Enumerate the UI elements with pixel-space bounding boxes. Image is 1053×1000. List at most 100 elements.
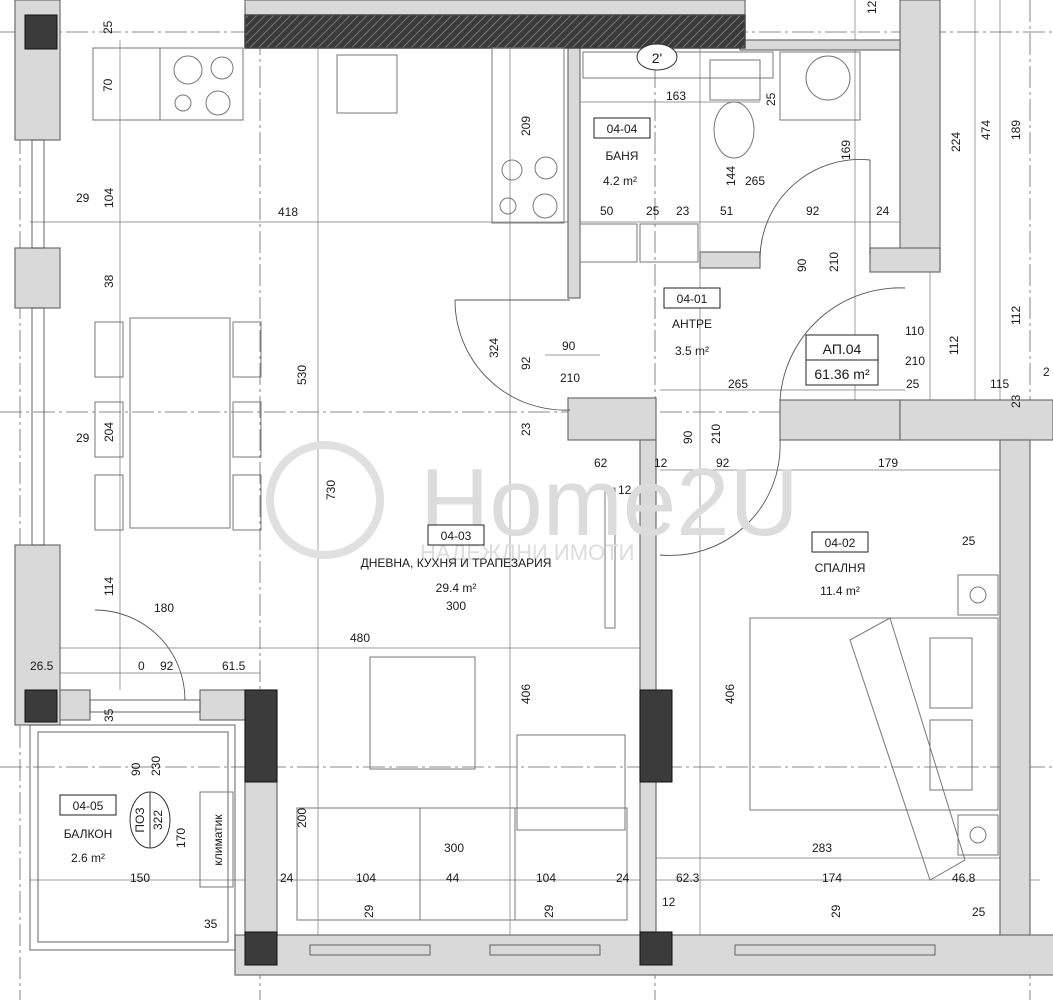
dim: 12 xyxy=(662,895,676,909)
dim: 92 xyxy=(519,356,533,370)
room-code: 04-05 xyxy=(73,799,104,813)
dim: 90 xyxy=(795,258,809,272)
dim: 23 xyxy=(676,204,690,218)
dim: 23 xyxy=(519,422,533,436)
dim: 25 xyxy=(962,534,976,548)
dim: 92 xyxy=(716,456,730,470)
room-area: 29.4 m² xyxy=(436,581,477,595)
dim: 51 xyxy=(720,204,734,218)
room-name: АНТРЕ xyxy=(672,317,712,331)
dim: 46.8 xyxy=(952,871,976,885)
dim: 112 xyxy=(1009,306,1023,325)
dim: 12 xyxy=(865,0,879,14)
dim: 25 xyxy=(906,377,920,391)
room-name: ДНЕВНА, КУХНЯ И ТРАПЕЗАРИЯ xyxy=(361,556,552,570)
apartment-code: АП.04 xyxy=(823,341,862,357)
room-area: 2.6 m² xyxy=(71,851,105,865)
dim: 169 xyxy=(839,140,853,160)
room-code: 04-04 xyxy=(607,122,638,136)
watermark: Home2U НАДЕЖДНИ ИМОТИ xyxy=(266,441,799,565)
dim: 29 xyxy=(76,431,90,445)
dim: 92 xyxy=(160,659,174,673)
dim: 210 xyxy=(709,424,723,444)
dim: 174 xyxy=(822,871,842,885)
dim: 150 xyxy=(130,871,150,885)
dim: 23 xyxy=(1009,394,1023,408)
dim: 406 xyxy=(723,684,737,704)
dim: 70 xyxy=(101,78,115,92)
dim: 38 xyxy=(102,274,116,288)
dim: 29 xyxy=(542,904,556,918)
door-label: 2' xyxy=(636,43,678,71)
dim: 110 xyxy=(905,324,924,338)
dim: 2 xyxy=(1043,365,1050,379)
room-code: 04-01 xyxy=(677,292,708,306)
dim: 24 xyxy=(616,871,630,885)
dim: 25 xyxy=(764,92,778,106)
room-name: СПАЛНЯ xyxy=(815,561,866,575)
dim: 204 xyxy=(102,422,116,442)
room-name: БАНЯ xyxy=(606,149,639,163)
dim: 25 xyxy=(972,905,986,919)
dim: 62.3 xyxy=(676,871,700,885)
svg-text:2': 2' xyxy=(652,50,662,66)
dim: 26.5 xyxy=(30,659,54,673)
room-04-05: 04-05 БАЛКОН 2.6 m² xyxy=(59,794,117,865)
ac-label: климатик xyxy=(211,814,225,866)
furniture xyxy=(92,47,999,921)
dim: 180 xyxy=(154,601,174,615)
dim: 112 xyxy=(947,336,961,355)
dim: 12 xyxy=(654,456,668,470)
dim: 144 xyxy=(724,166,738,186)
room-area: 4.2 m² xyxy=(603,174,637,188)
dim: 224 xyxy=(949,132,963,152)
apartment-area: 61.36 m² xyxy=(814,366,870,382)
dim: 24 xyxy=(280,871,294,885)
dimension-labels: 25 70 29 104 38 29 204 114 26.5 0 92 61.… xyxy=(30,0,1050,931)
dim: 24 xyxy=(876,204,890,218)
dim: 35 xyxy=(204,917,218,931)
room-area: 3.5 m² xyxy=(675,344,709,358)
window-tag: ПОЗ 322 xyxy=(129,791,171,849)
room-name: БАЛКОН xyxy=(64,827,113,841)
dim: 115 xyxy=(990,377,1009,391)
dim: 474 xyxy=(979,120,993,140)
room-04-03: 04-03 ДНЕВНА, КУХНЯ И ТРАПЕЗАРИЯ 29.4 m²… xyxy=(361,524,552,613)
dim: 170 xyxy=(174,828,188,848)
columns xyxy=(24,14,746,966)
dim: 210 xyxy=(560,371,580,385)
dim: 35 xyxy=(102,708,116,722)
dim: 210 xyxy=(905,354,925,368)
dim: 12 xyxy=(618,483,632,497)
dim: 283 xyxy=(812,841,832,855)
room-code: 04-02 xyxy=(825,536,856,550)
svg-text:ПОЗ: ПОЗ xyxy=(133,807,147,832)
dim: 230 xyxy=(149,756,163,776)
dim: 189 xyxy=(1009,120,1023,140)
dim: 114 xyxy=(102,577,116,596)
room-code: 04-03 xyxy=(441,529,472,543)
dim: 209 xyxy=(519,116,533,136)
dim: 44 xyxy=(446,871,460,885)
dim: 29 xyxy=(829,904,843,918)
dim: 90 xyxy=(562,339,576,353)
dim: 25 xyxy=(101,20,115,34)
room-area: 11.4 m² xyxy=(820,584,860,598)
dim: 179 xyxy=(878,456,898,470)
room-04-01: 04-01 АНТРЕ 3.5 m² xyxy=(663,287,721,358)
dim: 300 xyxy=(444,841,464,855)
dim: 730 xyxy=(324,480,338,500)
dim: 29 xyxy=(362,904,376,918)
dim: 210 xyxy=(827,252,841,272)
dim: 265 xyxy=(728,377,748,391)
dim: 530 xyxy=(295,365,309,385)
dim: 163 xyxy=(666,89,686,103)
svg-text:322: 322 xyxy=(151,810,165,830)
doors xyxy=(94,159,906,701)
room-04-04: 04-04 БАНЯ 4.2 m² xyxy=(593,117,651,188)
apartment-label: АП.04 61.36 m² xyxy=(805,334,879,386)
windows xyxy=(29,139,936,956)
dim: 62 xyxy=(594,456,608,470)
dim: 200 xyxy=(295,808,309,828)
